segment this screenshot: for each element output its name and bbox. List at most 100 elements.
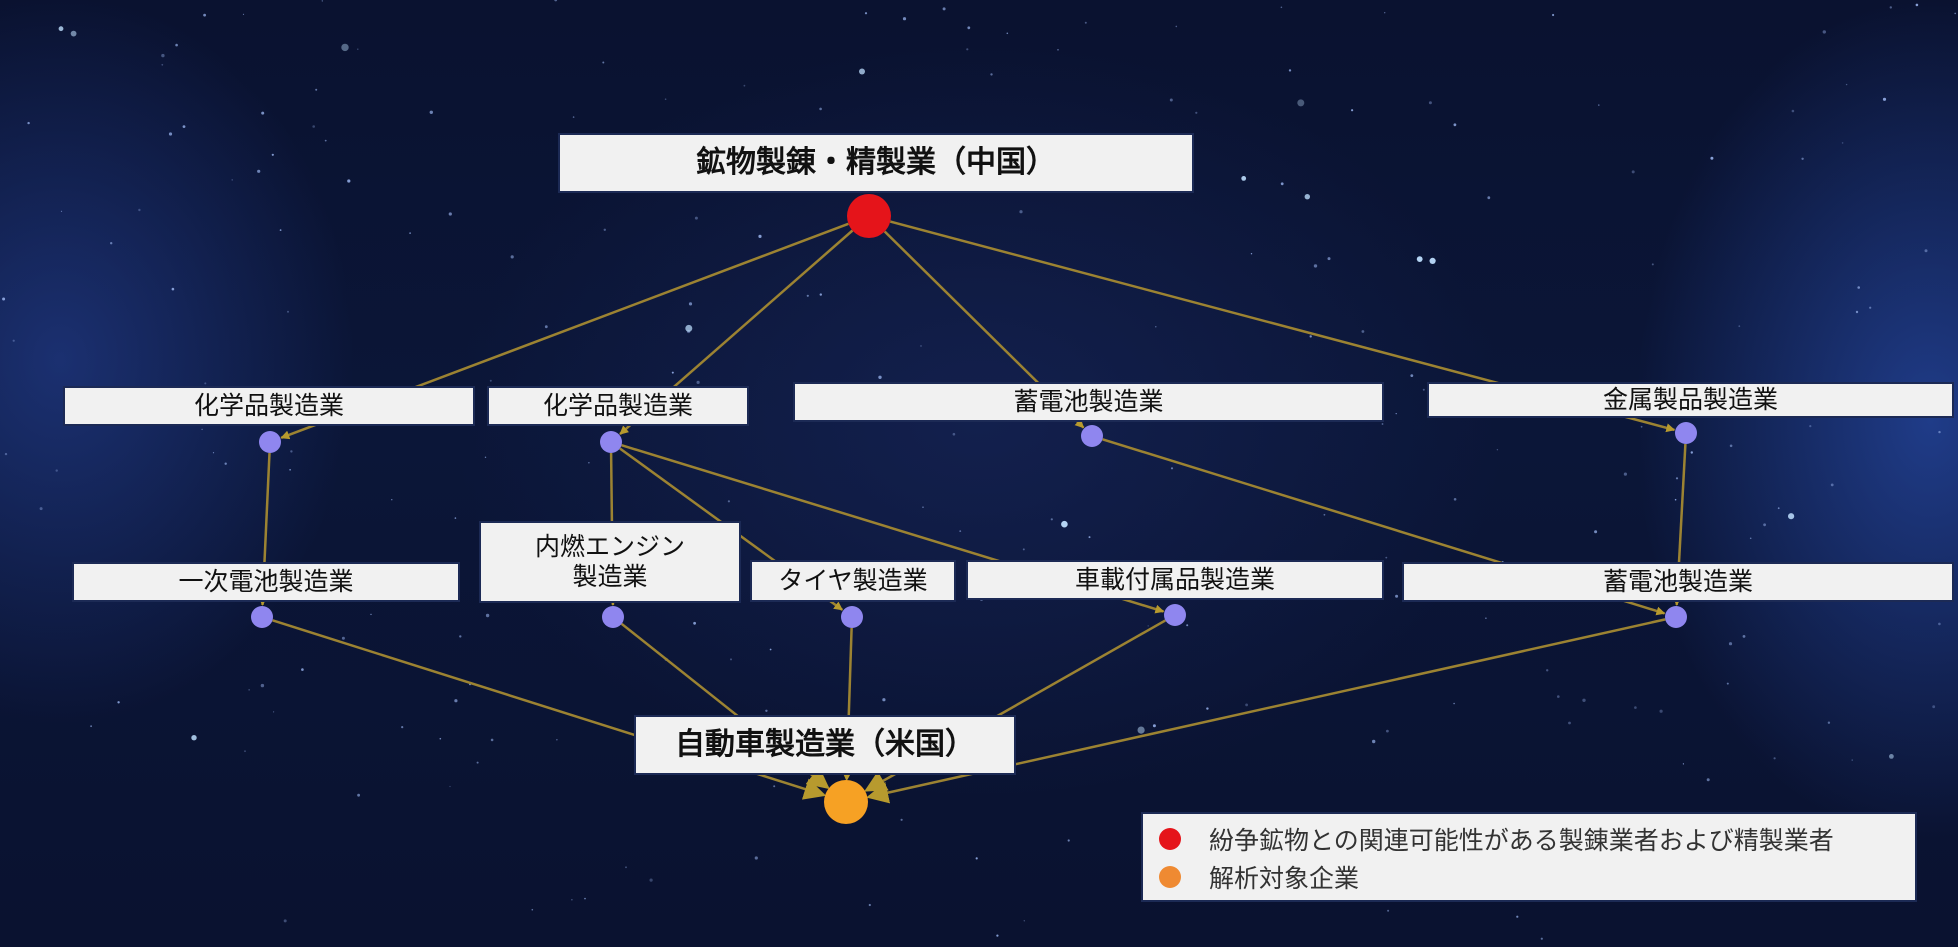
star (1485, 617, 1487, 619)
star (1155, 326, 1157, 328)
star (694, 216, 698, 220)
star (27, 121, 30, 125)
star (1067, 839, 1070, 842)
star (287, 310, 289, 313)
node-marker-chem2[interactable] (600, 431, 622, 453)
node-marker-auto[interactable] (824, 780, 868, 824)
star (1023, 920, 1025, 922)
legend-item-target: 解析対象企業 (1159, 858, 1899, 896)
star (1634, 706, 1637, 709)
star (1006, 32, 1009, 35)
star (1410, 374, 1414, 377)
star (242, 13, 245, 15)
star (1651, 263, 1654, 266)
star (161, 53, 165, 58)
star (1594, 530, 1598, 534)
node-marker-battery2[interactable] (1665, 606, 1687, 628)
star (1788, 513, 1795, 520)
star (1351, 109, 1354, 112)
node-marker-metal[interactable] (1675, 422, 1697, 444)
star (571, 899, 573, 901)
star (544, 325, 548, 329)
star (1710, 156, 1714, 160)
star (138, 208, 141, 212)
legend-label-target: 解析対象企業 (1209, 864, 1360, 893)
node-label-engine: 内燃エンジン 製造業 (479, 521, 741, 603)
star (688, 302, 693, 306)
star (409, 232, 411, 235)
star (1598, 104, 1600, 106)
star (1631, 170, 1635, 174)
star (1749, 537, 1752, 540)
star (55, 469, 58, 472)
star (1540, 937, 1543, 940)
star (271, 153, 274, 156)
star (290, 450, 293, 453)
star (693, 621, 696, 625)
star (370, 613, 372, 616)
star (1309, 335, 1312, 338)
star (1195, 111, 1198, 114)
star (1516, 915, 1519, 918)
node-label-tire: タイヤ製造業 (750, 560, 956, 602)
star (484, 456, 487, 458)
star (454, 517, 457, 519)
star (730, 658, 732, 661)
star (727, 500, 731, 503)
star (1385, 556, 1388, 559)
star (765, 709, 768, 712)
star (966, 48, 969, 51)
star (1453, 123, 1457, 127)
node-marker-battery1[interactable] (1081, 425, 1103, 447)
star (743, 84, 746, 87)
star (1241, 176, 1247, 181)
star (347, 179, 351, 183)
node-marker-primary-battery[interactable] (251, 606, 273, 628)
star (171, 287, 175, 291)
star (1250, 253, 1253, 255)
star (754, 856, 758, 860)
star (1706, 778, 1710, 782)
star (819, 107, 822, 111)
star (769, 648, 772, 651)
star (260, 683, 265, 688)
node-marker-engine[interactable] (602, 606, 624, 628)
star (459, 635, 462, 638)
star (1057, 49, 1059, 51)
star (1327, 257, 1331, 261)
legend: 紛争鉱物との関連可能性がある製錬業者および精製業者 解析対象企業 (1141, 812, 1917, 902)
node-marker-tire[interactable] (841, 606, 863, 628)
star (357, 793, 360, 797)
star (201, 428, 203, 431)
star (315, 88, 318, 91)
node-marker-chem1[interactable] (259, 431, 281, 453)
star (1152, 724, 1156, 728)
star (1416, 256, 1423, 262)
star (261, 111, 265, 115)
star (922, 506, 924, 508)
star (1938, 622, 1941, 626)
star (1022, 548, 1025, 551)
star (806, 294, 809, 297)
node-marker-smelter[interactable] (847, 194, 891, 238)
star (1297, 99, 1305, 107)
star (1763, 523, 1766, 527)
legend-item-smelter: 紛争鉱物との関連可能性がある製錬業者および精製業者 (1159, 820, 1899, 858)
star (1924, 249, 1928, 253)
star (1323, 513, 1326, 516)
node-label-smelter: 鉱物製錬・精製業（中国） (558, 133, 1194, 193)
star (1728, 642, 1733, 646)
star (625, 866, 627, 869)
star (1690, 451, 1694, 454)
star (357, 48, 359, 50)
node-marker-accessory[interactable] (1164, 604, 1186, 626)
star (391, 499, 393, 501)
star (1582, 698, 1586, 702)
star (117, 701, 120, 704)
star (859, 68, 865, 75)
node-label-auto: 自動車製造業（米国） (634, 715, 1016, 775)
star (1729, 444, 1733, 448)
legend-label-smelter: 紛争鉱物との関連可能性がある製錬業者および精製業者 (1209, 826, 1834, 855)
star (1938, 430, 1941, 434)
star (882, 698, 886, 702)
